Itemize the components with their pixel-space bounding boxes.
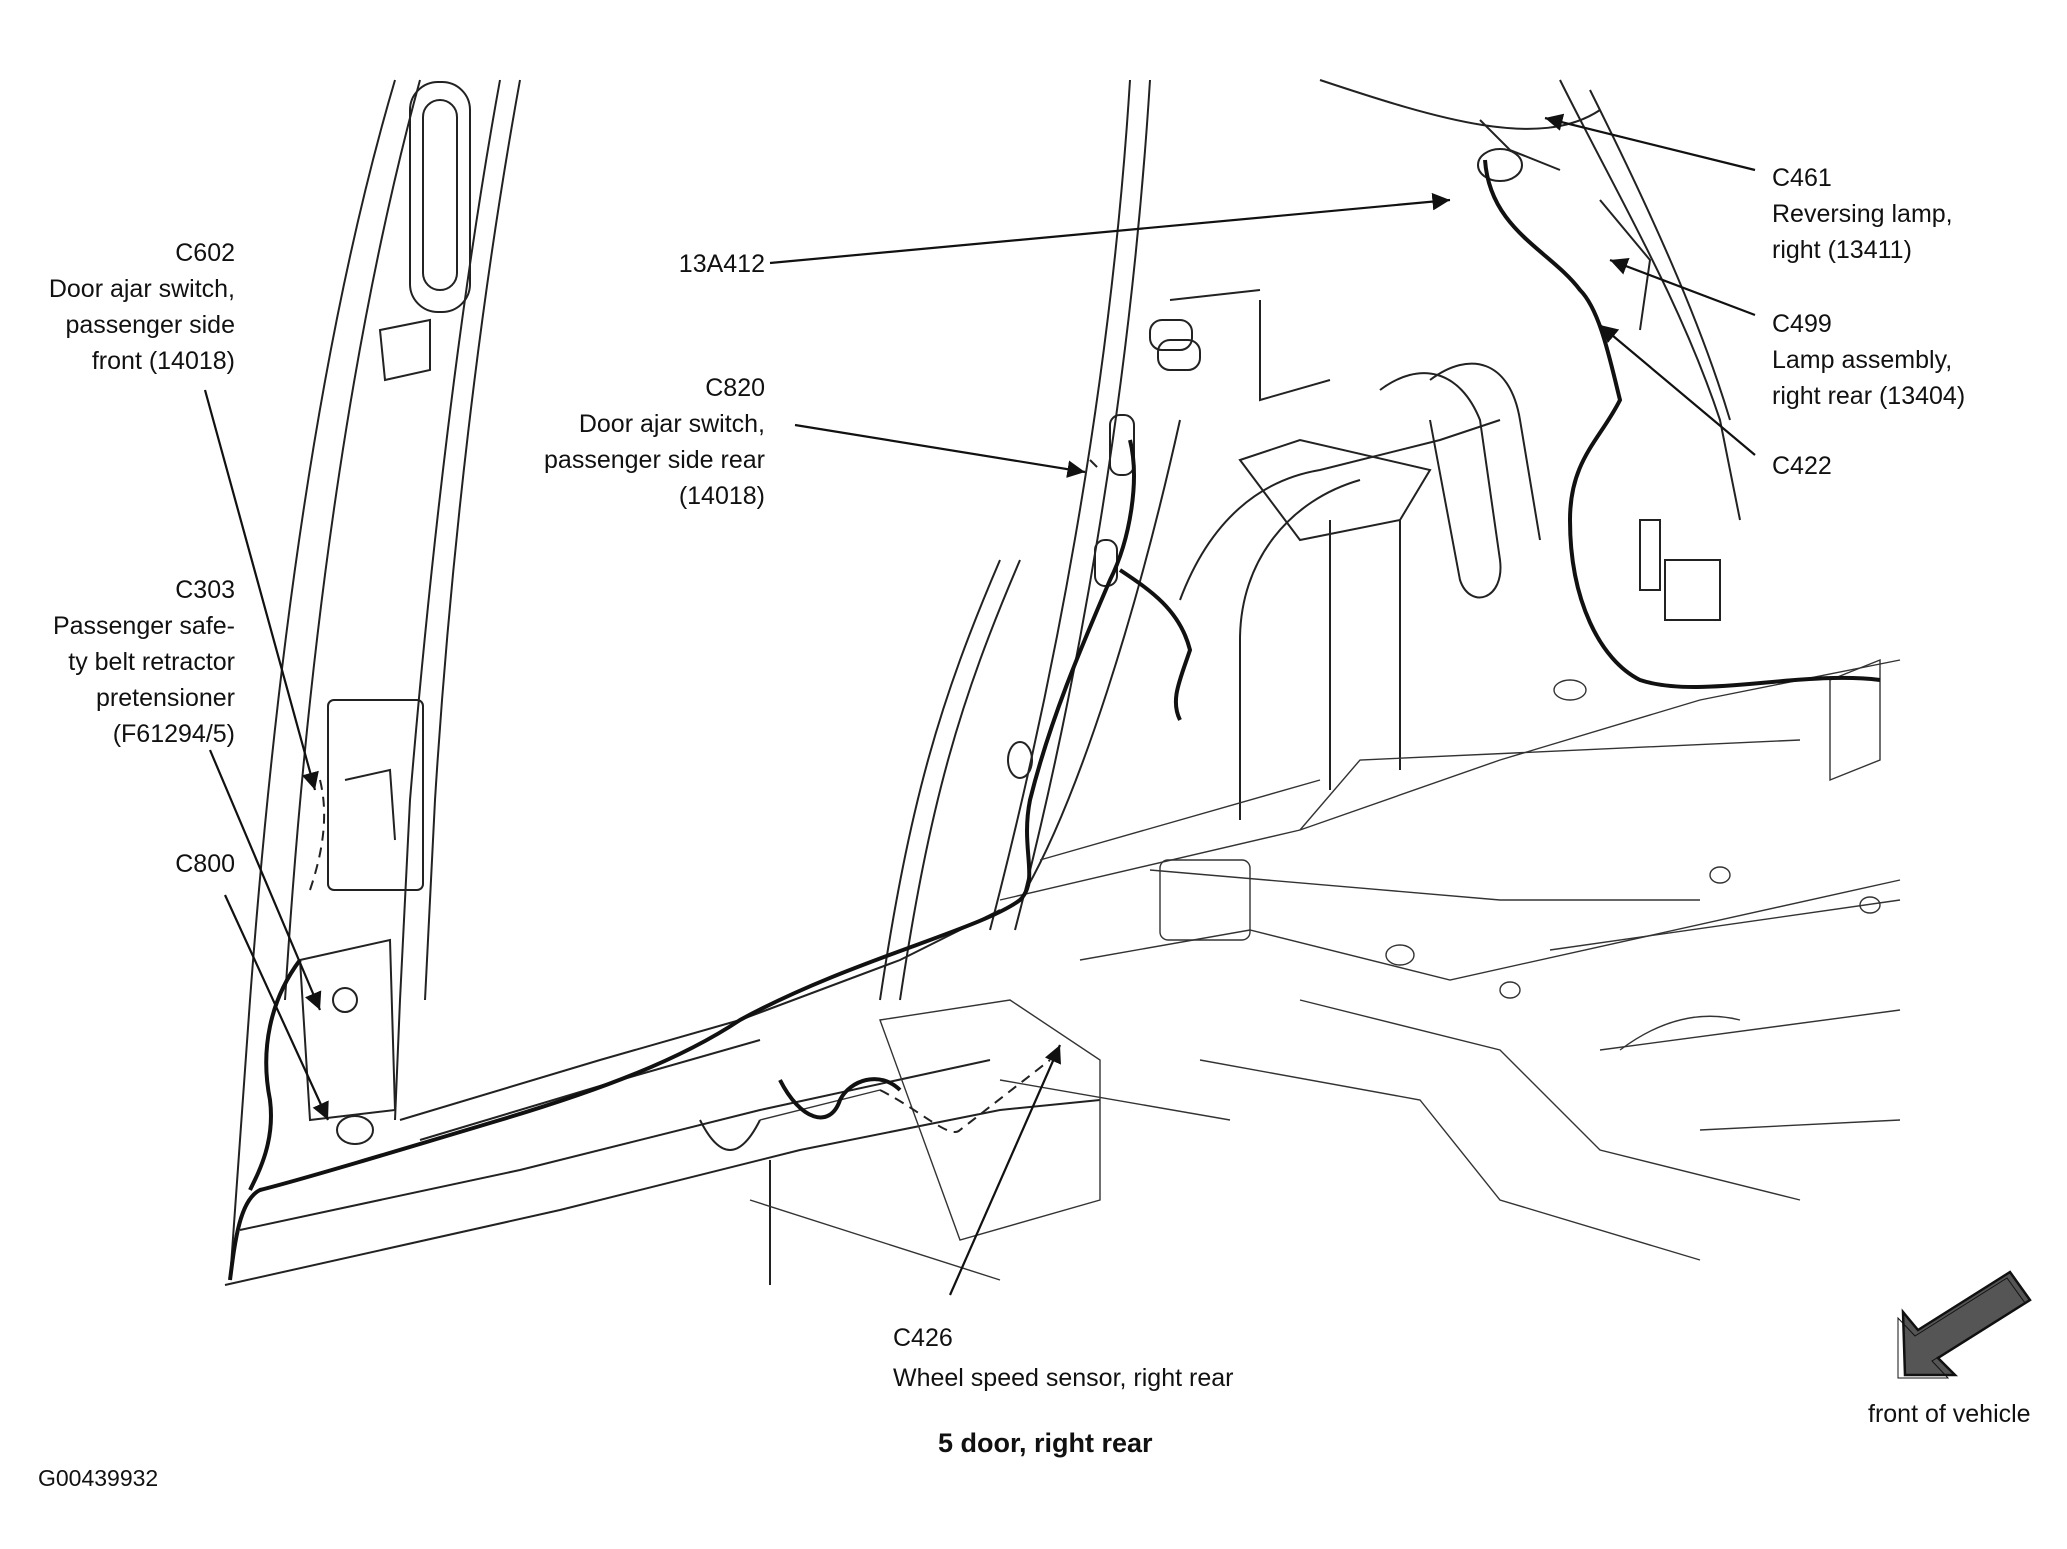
code-c800: C800 [175,850,235,878]
b-pillar [229,79,521,1281]
label-13a412: 13A412 [560,246,765,282]
figure-id: G00439932 [38,1465,159,1491]
code-c303: C303 [175,576,235,604]
rear-wheelhouse [1149,289,1541,820]
label-c800: C800 [20,846,235,882]
label-c422: C422 [1772,448,1972,484]
rocker-sill [224,909,1101,1286]
front-of-vehicle-label: front of vehicle [1868,1400,2031,1428]
code-c461: C461 [1772,164,1832,192]
code-c422: C422 [1772,452,1832,480]
leader-13a412 [769,192,1451,265]
desc-c461-line2: right (13411) [1772,236,1912,264]
leader-lines [203,113,1756,1296]
code-c820: C820 [705,374,765,402]
desc-c820-line3: (14018) [678,482,765,510]
code-c602: C602 [175,239,235,267]
leader-c820 [794,423,1086,478]
desc-c426-line1: Wheel speed sensor, right rear [893,1364,1234,1392]
leader-c499 [1609,258,1756,317]
floor-panel [749,658,1901,1281]
desc-c820-line2: passenger side rear [544,446,765,474]
desc-c461-line1: Reversing lamp, [1772,200,1953,228]
label-c499: C499 Lamp assembly, right rear (13404) [1772,306,2052,414]
leader-c800 [223,894,330,1121]
desc-c602-line2: passenger side [65,311,235,339]
desc-c303-line2: ty belt retractor [68,648,235,676]
code-c499: C499 [1772,310,1832,338]
desc-c820-line1: Door ajar switch, [578,410,765,438]
diagram-caption: 5 door, right rear [938,1428,1153,1458]
label-c426: C426 Wheel speed sensor, right rear [893,1320,1323,1396]
c-pillar [879,79,1181,1001]
label-c461: C461 Reversing lamp, right (13411) [1772,160,2052,268]
rear-quarter-upper [1319,79,1741,621]
desc-c303-line4: (F61294/5) [112,720,235,748]
code-c426: C426 [893,1324,953,1352]
leader-c461 [1544,113,1756,172]
label-c820: C820 Door ajar switch, passenger side re… [500,370,765,514]
desc-c303-line3: pretensioner [96,684,235,712]
leader-c303 [208,749,322,1011]
label-c303: C303 Passenger safe- ty belt retractor p… [20,572,235,752]
wiring-harness [228,159,1881,1281]
leader-c426 [948,1044,1062,1296]
label-c602: C602 Door ajar switch, passenger side fr… [20,235,235,379]
desc-c499-line2: right rear (13404) [1772,382,1966,410]
code-13a412: 13A412 [678,250,765,278]
leader-c422 [1599,324,1756,456]
desc-c499-line1: Lamp assembly, [1772,346,1953,374]
desc-c303-line1: Passenger safe- [52,612,235,640]
leader-c602 [203,389,319,791]
desc-c602-line1: Door ajar switch, [48,275,235,303]
desc-c602-line3: front (14018) [91,347,235,375]
front-direction-arrow-icon [1897,1270,2032,1379]
